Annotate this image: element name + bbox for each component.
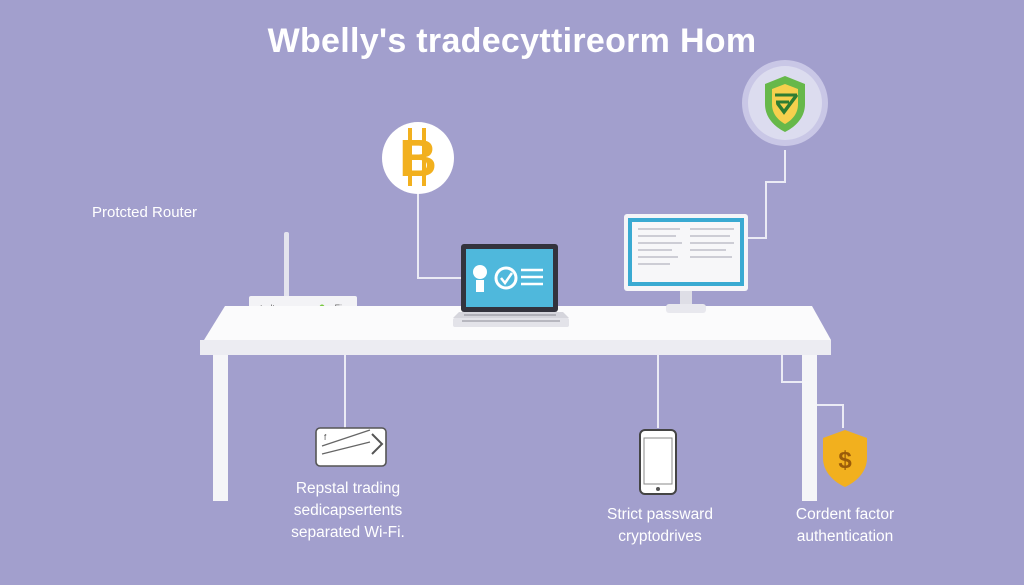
caption-line: Repstal trading [295, 480, 401, 497]
bitcoin-icon: B [399, 130, 437, 188]
dollar-shield-icon: $ [823, 430, 867, 487]
trading-app-icon [473, 265, 543, 292]
page-title: Wbelly's tradecyttireorm Hom [267, 22, 757, 60]
caption-line: Strict passward [607, 506, 713, 523]
caption-line: cryptodrives [618, 528, 702, 545]
router-label: Protcted Router [92, 204, 198, 221]
caption-line: authentication [796, 528, 894, 545]
shield-badge [742, 60, 828, 146]
hardware-wallet-icon: f [315, 427, 387, 467]
caption-wifi: Repstal trading sedicapsertents separate… [268, 478, 428, 544]
shield-connector [748, 150, 786, 239]
caption-password: Strict passward cryptodrives [590, 504, 730, 548]
caption-authentication: Cordent factor authentication [770, 504, 920, 548]
laptop [453, 244, 569, 327]
bitcoin-connector [417, 193, 462, 279]
desktop-monitor [624, 214, 748, 313]
desk [200, 306, 831, 501]
caption-line: separated Wi-Fi. [291, 524, 405, 541]
smartphone-icon [639, 429, 677, 495]
svg-text:$: $ [838, 447, 852, 474]
caption-line: Cordent factor [795, 506, 895, 523]
svg-text:f: f [324, 433, 327, 442]
wifi-router: trolter wFi [249, 232, 357, 318]
caption-line: sedicapsertents [293, 502, 403, 519]
bitcoin-badge: B [382, 122, 454, 194]
